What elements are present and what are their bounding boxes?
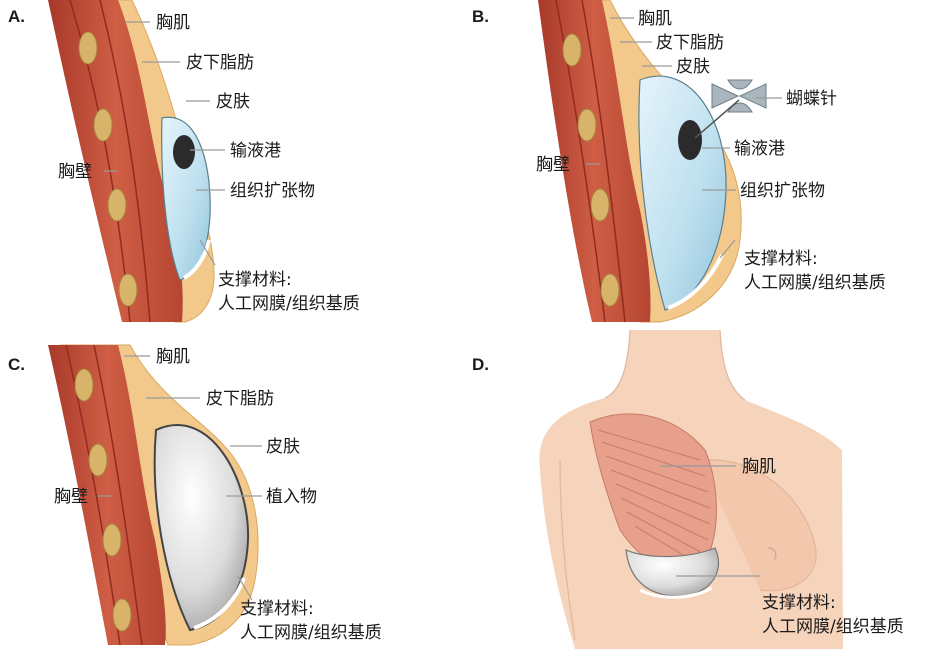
panel-b-label-chest-wall: 胸壁 (536, 155, 570, 175)
panel-b-illustration (538, 0, 766, 322)
panel-b-port (678, 120, 702, 160)
panel-b-label-skin: 皮肤 (676, 57, 710, 77)
panel-a-label-chest-wall: 胸壁 (58, 162, 92, 182)
panel-b-label-support-line2: 人工网膜/组织基质 (744, 273, 886, 293)
panel-a-label-support-line2: 人工网膜/组织基质 (218, 294, 360, 314)
panel-d-label-pectoralis: 胸肌 (742, 457, 776, 477)
panel-b-label-pectoralis: 胸肌 (638, 9, 672, 29)
panel-b: B. (472, 0, 886, 322)
panel-a-label-pectoralis: 胸肌 (156, 13, 190, 33)
panel-b-label-support-line1: 支撑材料: (744, 249, 818, 269)
panel-a-letter: A. (8, 7, 25, 26)
panel-b-label-butterfly-needle: 蝴蝶针 (786, 89, 837, 109)
panel-a-port (173, 135, 195, 169)
panel-a-label-subcutaneous-fat: 皮下脂肪 (186, 53, 254, 73)
panel-a: A. 胸肌 皮下脂肪 皮肤 输液港 胸壁 组织扩张物 支 (8, 0, 360, 322)
panel-b-label-port: 输液港 (734, 139, 785, 159)
panel-c: C. 胸肌 皮下脂肪 皮肤 胸壁 植入物 支撑材料: 人工网膜/组织基质 (8, 345, 382, 645)
panel-d: D. 胸肌 支撑材料: 人工网膜/组织基质 (472, 330, 904, 649)
panel-d-label-support-line2: 人工网膜/组织基质 (762, 617, 904, 637)
panel-a-label-expander: 组织扩张物 (230, 181, 315, 201)
panel-b-label-expander: 组织扩张物 (740, 181, 825, 201)
panel-c-label-skin: 皮肤 (266, 437, 300, 457)
panel-b-letter: B. (472, 7, 489, 26)
panel-c-label-chest-wall: 胸壁 (54, 487, 88, 507)
panel-c-label-support-line1: 支撑材料: (240, 599, 314, 619)
panel-b-label-subcutaneous-fat: 皮下脂肪 (656, 33, 724, 53)
panel-a-label-port: 输液港 (230, 141, 281, 161)
panel-a-illustration (48, 0, 214, 322)
panel-c-label-support-line2: 人工网膜/组织基质 (240, 623, 382, 643)
panel-d-label-support-line1: 支撑材料: (762, 593, 836, 613)
panel-c-label-pectoralis: 胸肌 (156, 347, 190, 367)
panel-c-letter: C. (8, 355, 25, 374)
panel-c-label-implant: 植入物 (266, 487, 317, 507)
panel-c-label-subcutaneous-fat: 皮下脂肪 (206, 389, 274, 409)
panel-d-letter: D. (472, 355, 489, 374)
panel-a-label-skin: 皮肤 (216, 92, 250, 112)
panel-a-label-support-line1: 支撑材料: (218, 270, 292, 290)
